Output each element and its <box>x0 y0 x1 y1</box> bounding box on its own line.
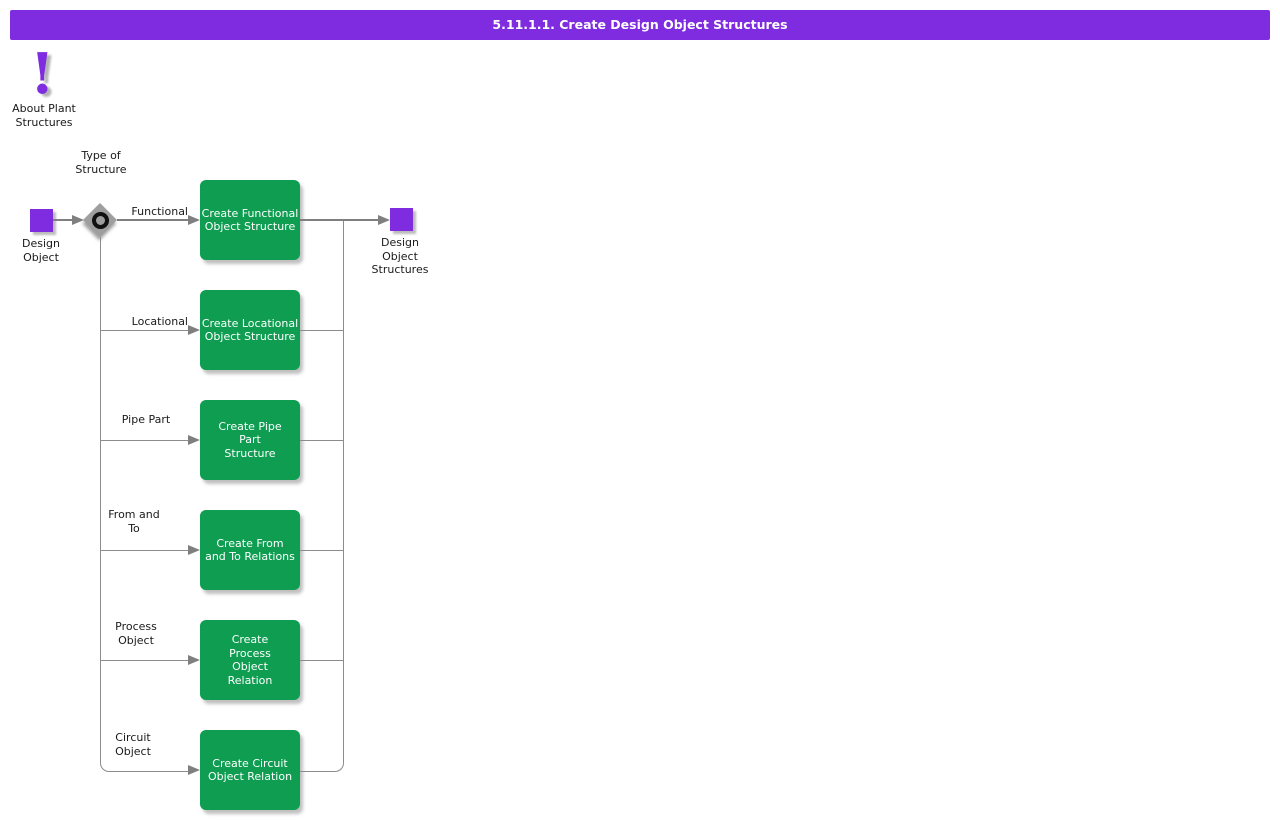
flow-line <box>300 330 344 331</box>
decision-label: Type of Structure <box>75 149 127 176</box>
arrowhead-icon <box>188 215 200 225</box>
flow-line <box>100 660 188 661</box>
arrowhead-icon <box>188 435 200 445</box>
flow-line <box>300 550 344 551</box>
flow-line <box>100 550 188 551</box>
exclamation-icon[interactable]: ! <box>30 41 55 107</box>
arrowhead-icon <box>188 545 200 555</box>
flow-line <box>300 660 344 661</box>
task-box[interactable]: Create From and To Relations <box>200 510 300 590</box>
branch-condition-label: Process Object <box>115 620 157 647</box>
arrowhead-icon <box>72 215 84 225</box>
task-box[interactable]: Create Circuit Object Relation <box>200 730 300 810</box>
flow-line <box>300 219 378 221</box>
branch-condition-label: From and To <box>108 508 160 535</box>
branch-condition-label: Functional <box>131 205 188 218</box>
start-node-design-object[interactable] <box>30 209 53 232</box>
task-box[interactable]: Create Pipe Part Structure <box>200 400 300 480</box>
arrowhead-icon <box>188 655 200 665</box>
task-box[interactable]: Create Functional Object Structure <box>200 180 300 260</box>
diagram-title-bar: 5.11.1.1. Create Design Object Structure… <box>10 10 1270 40</box>
arrowhead-icon <box>188 765 200 775</box>
flow-line <box>100 440 188 441</box>
branch-trunk-line <box>100 237 189 772</box>
decision-circle-icon <box>91 211 109 229</box>
flow-line <box>117 219 188 221</box>
decision-diamond <box>83 203 117 237</box>
task-box[interactable]: Create Process Object Relation <box>200 620 300 700</box>
flow-line <box>53 219 74 221</box>
task-box[interactable]: Create Locational Object Structure <box>200 290 300 370</box>
branch-condition-label: Pipe Part <box>121 413 171 426</box>
start-node-label: Design Object <box>22 237 60 264</box>
flow-line <box>100 330 188 331</box>
branch-condition-label: Locational <box>131 315 188 328</box>
about-note-label[interactable]: About Plant Structures <box>12 102 76 129</box>
flow-line <box>300 440 344 441</box>
branch-condition-label: Circuit Object <box>115 731 151 758</box>
arrowhead-icon <box>188 325 200 335</box>
arrowhead-icon <box>378 215 390 225</box>
end-node-design-object-structures[interactable] <box>390 208 413 231</box>
end-node-label: Design Object Structures <box>371 236 429 276</box>
collector-trunk-line <box>300 220 344 772</box>
